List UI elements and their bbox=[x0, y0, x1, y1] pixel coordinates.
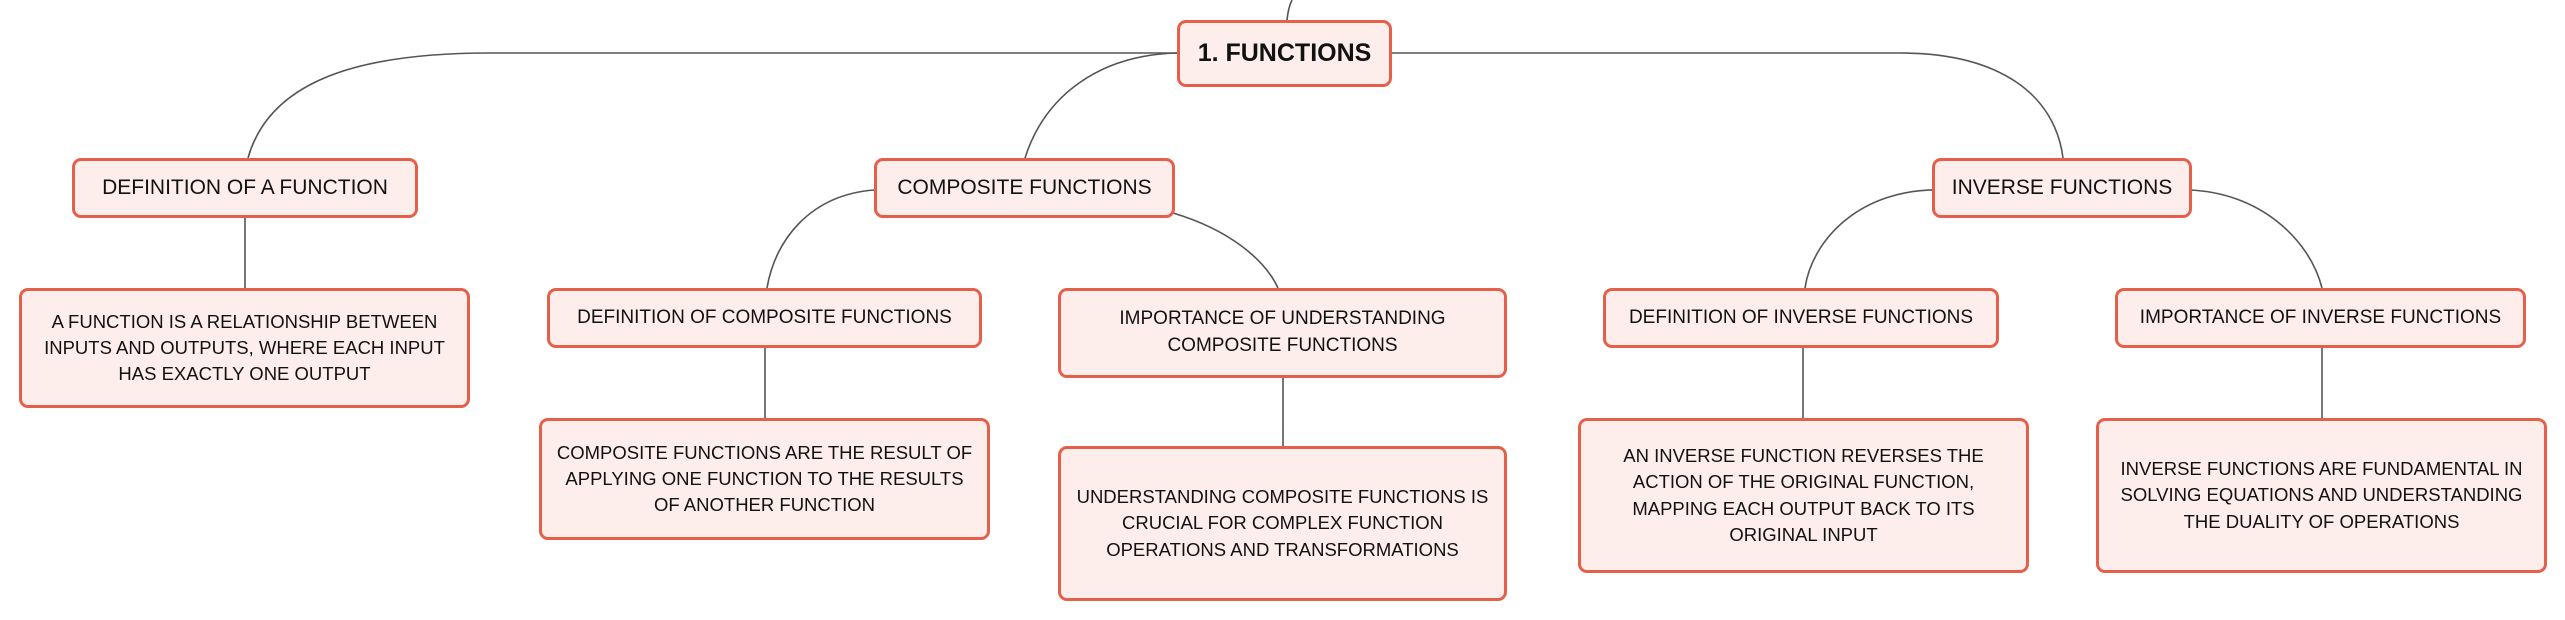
connector-root-definition bbox=[247, 52, 1177, 159]
topic-label: INVERSE FUNCTIONS bbox=[1951, 176, 2173, 200]
topic-label: DEFINITION OF A FUNCTION bbox=[102, 176, 388, 200]
connector-root-inverse bbox=[1392, 52, 2064, 159]
connector-root-composite bbox=[1024, 52, 1178, 159]
connector-root-parent bbox=[1286, 0, 1293, 21]
subtopic-definition-of-inverse[interactable]: DEFINITION OF INVERSE FUNCTIONS bbox=[1603, 288, 1999, 348]
detail-definition-of-composite[interactable]: COMPOSITE FUNCTIONS ARE THE RESULT OF AP… bbox=[539, 418, 990, 540]
subtopic-label: IMPORTANCE OF INVERSE FUNCTIONS bbox=[2139, 306, 2502, 328]
detail-definition-of-function[interactable]: A FUNCTION IS A RELATIONSHIP BETWEEN INP… bbox=[19, 288, 470, 408]
root-node-label: 1. FUNCTIONS bbox=[1197, 38, 1372, 67]
root-node[interactable]: 1. FUNCTIONS bbox=[1177, 20, 1392, 87]
subtopic-label: DEFINITION OF INVERSE FUNCTIONS bbox=[1628, 306, 1974, 328]
subtopic-importance-of-inverse[interactable]: IMPORTANCE OF INVERSE FUNCTIONS bbox=[2115, 288, 2526, 348]
subtopic-importance-of-composite[interactable]: IMPORTANCE OF UNDERSTANDING COMPOSITE FU… bbox=[1058, 288, 1507, 378]
subtopic-label: IMPORTANCE OF UNDERSTANDING COMPOSITE FU… bbox=[1119, 308, 1446, 356]
subtopic-definition-of-composite[interactable]: DEFINITION OF COMPOSITE FUNCTIONS bbox=[547, 288, 982, 348]
detail-text: INVERSE FUNCTIONS ARE FUNDAMENTAL IN SOL… bbox=[2120, 458, 2523, 532]
connector-inverse-definition bbox=[1804, 189, 1942, 289]
detail-text: AN INVERSE FUNCTION REVERSES THE ACTION … bbox=[1623, 444, 1984, 545]
detail-importance-of-inverse[interactable]: INVERSE FUNCTIONS ARE FUNDAMENTAL IN SOL… bbox=[2096, 418, 2547, 573]
detail-definition-of-inverse[interactable]: AN INVERSE FUNCTION REVERSES THE ACTION … bbox=[1578, 418, 2029, 573]
connector-composite-definition bbox=[766, 189, 875, 289]
topic-definition-of-function[interactable]: DEFINITION OF A FUNCTION bbox=[72, 158, 418, 218]
detail-text: UNDERSTANDING COMPOSITE FUNCTIONS IS CRU… bbox=[1076, 486, 1489, 560]
connector-inverse-importance bbox=[2187, 189, 2323, 289]
connector-composite-importance bbox=[1172, 212, 1279, 289]
detail-importance-of-composite[interactable]: UNDERSTANDING COMPOSITE FUNCTIONS IS CRU… bbox=[1058, 446, 1507, 601]
subtopic-label: DEFINITION OF COMPOSITE FUNCTIONS bbox=[577, 306, 952, 328]
topic-composite-functions[interactable]: COMPOSITE FUNCTIONS bbox=[874, 158, 1175, 218]
detail-text: A FUNCTION IS A RELATIONSHIP BETWEEN INP… bbox=[44, 310, 445, 385]
topic-label: COMPOSITE FUNCTIONS bbox=[897, 176, 1152, 200]
topic-inverse-functions[interactable]: INVERSE FUNCTIONS bbox=[1932, 158, 2192, 218]
detail-text: COMPOSITE FUNCTIONS ARE THE RESULT OF AP… bbox=[556, 441, 973, 516]
